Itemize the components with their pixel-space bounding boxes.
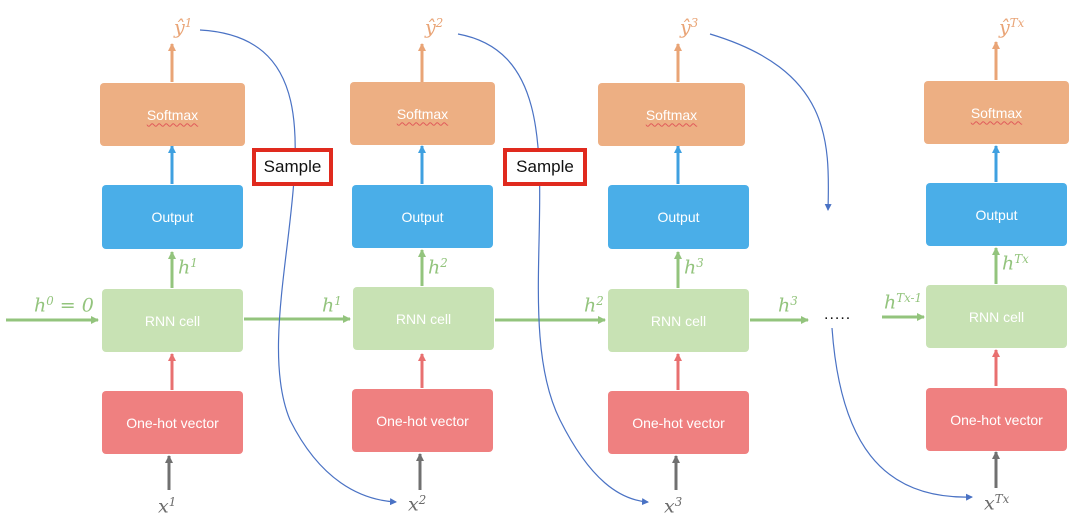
- y-hat-sup-Tx: Tx: [1009, 16, 1025, 30]
- y-hat-symbol-Tx: ŷ: [999, 16, 1010, 39]
- y-hat-sup-2: 2: [435, 16, 444, 30]
- sample-label-2: Sample: [516, 157, 574, 176]
- one-hot-box-2: One-hot vector: [352, 389, 493, 452]
- output-box-1: Output: [102, 185, 243, 249]
- h-up-symbol-2: h: [428, 256, 441, 279]
- h-right-sup-3: 3: [790, 294, 798, 308]
- h-up-sup-1: 1: [190, 256, 198, 270]
- y-hat-2: ŷ2: [425, 16, 444, 39]
- sample-box-1: Sample: [252, 148, 333, 186]
- y-hat-symbol-2: ŷ: [425, 16, 436, 39]
- x-sup-2: 2: [418, 493, 427, 507]
- softmax-label-4: Softmax: [970, 104, 1023, 121]
- output-label-1: Output: [151, 209, 194, 225]
- x-sup-3: 3: [674, 495, 683, 509]
- h0-sup: 0: [46, 294, 54, 308]
- h-label-up-2: h2: [428, 256, 448, 279]
- rnn-cell-label-2: RNN cell: [395, 310, 452, 327]
- h0-symbol: h: [34, 294, 47, 317]
- one-hot-box-4: One-hot vector: [926, 388, 1067, 451]
- one-hot-box-1: One-hot vector: [102, 391, 243, 454]
- y-hat-symbol-3: ŷ: [680, 16, 691, 39]
- h-right-symbol-2: h: [584, 294, 597, 317]
- h-label-up-1: h1: [178, 256, 198, 279]
- h-up-symbol-1: h: [178, 256, 191, 279]
- h-right-sup-1: 1: [334, 294, 342, 308]
- x-sup-1: 1: [168, 495, 177, 509]
- output-label-2: Output: [401, 208, 444, 225]
- h-up-sup-3: 3: [696, 256, 704, 270]
- h-up-sup-Tx: Tx: [1014, 252, 1029, 266]
- h-label-right-2: h2: [584, 294, 604, 317]
- h-right-symbol-Tx-1: h: [884, 291, 897, 314]
- h-label-up-Tx: hTx: [1002, 252, 1029, 275]
- x-symbol-Tx: x: [984, 492, 995, 515]
- h-right-symbol-1: h: [322, 294, 335, 317]
- y-hat-3: ŷ3: [680, 16, 699, 39]
- x-label-3: x3: [664, 495, 683, 518]
- sample-curve-4: [831, 327, 973, 501]
- rnn-cell-box-4: RNN cell: [926, 285, 1067, 348]
- one-hot-label-1: One-hot vector: [126, 414, 219, 431]
- rnn-cell-box-1: RNN cell: [102, 289, 243, 352]
- x-sup-Tx: Tx: [994, 492, 1010, 506]
- h-up-symbol-Tx: h: [1002, 252, 1015, 275]
- y-hat-sup-1: 1: [184, 16, 193, 30]
- output-box-4: Output: [926, 183, 1067, 246]
- h-right-symbol-3: h: [778, 294, 791, 317]
- softmax-label-1: Softmax: [146, 106, 199, 123]
- sample-curve-1: [199, 29, 397, 506]
- ellipsis: .....: [824, 306, 852, 323]
- x-symbol-3: x: [664, 495, 675, 518]
- softmax-box-4: Softmax: [924, 81, 1069, 144]
- softmax-box-2: Softmax: [350, 82, 495, 145]
- x-label-Tx: xTx: [984, 492, 1010, 515]
- h-label-right-Tx-1: hTx-1: [884, 291, 922, 314]
- rnn-cell-label-1: RNN cell: [144, 312, 201, 329]
- h-right-sup-Tx-1: Tx-1: [896, 291, 922, 305]
- one-hot-box-3: One-hot vector: [608, 391, 749, 454]
- output-label-3: Output: [657, 209, 700, 225]
- x-symbol-1: x: [158, 495, 169, 518]
- y-hat-sup-3: 3: [690, 16, 699, 30]
- x-symbol-2: x: [408, 493, 419, 516]
- softmax-box-3: Softmax: [598, 83, 745, 146]
- output-box-3: Output: [608, 185, 749, 249]
- rnn-cell-box-3: RNN cell: [608, 289, 749, 352]
- softmax-label-3: Softmax: [645, 106, 698, 123]
- output-box-2: Output: [352, 185, 493, 248]
- one-hot-label-4: One-hot vector: [950, 411, 1043, 428]
- rnn-cell-label-3: RNN cell: [650, 312, 707, 329]
- h-label-up-3: h3: [684, 256, 704, 279]
- one-hot-label-2: One-hot vector: [376, 412, 469, 429]
- rnn-cell-label-4: RNN cell: [968, 308, 1025, 325]
- h-label-right-3: h3: [778, 294, 798, 317]
- x-label-2: x2: [408, 493, 427, 516]
- sample-label-1: Sample: [263, 157, 322, 176]
- output-label-4: Output: [975, 206, 1018, 223]
- one-hot-label-3: One-hot vector: [632, 414, 725, 431]
- softmax-box-1: Softmax: [100, 83, 245, 146]
- y-hat-1: ŷ1: [174, 16, 193, 39]
- h-right-sup-2: 2: [596, 294, 604, 308]
- h0-label: h0 = 0: [34, 294, 94, 317]
- h0-rhs: = 0: [53, 294, 94, 317]
- h-up-sup-2: 2: [440, 256, 448, 270]
- sample-box-2: Sample: [503, 148, 587, 186]
- x-label-1: x1: [158, 495, 177, 518]
- softmax-label-2: Softmax: [396, 105, 449, 122]
- y-hat-Tx: ŷTx: [999, 16, 1025, 39]
- sample-curve-2: [457, 33, 649, 506]
- y-hat-symbol-1: ŷ: [174, 16, 185, 39]
- h-label-right-1: h1: [322, 294, 342, 317]
- h-up-symbol-3: h: [684, 256, 697, 279]
- rnn-cell-box-2: RNN cell: [353, 287, 494, 350]
- sample-curve-3: [709, 33, 832, 211]
